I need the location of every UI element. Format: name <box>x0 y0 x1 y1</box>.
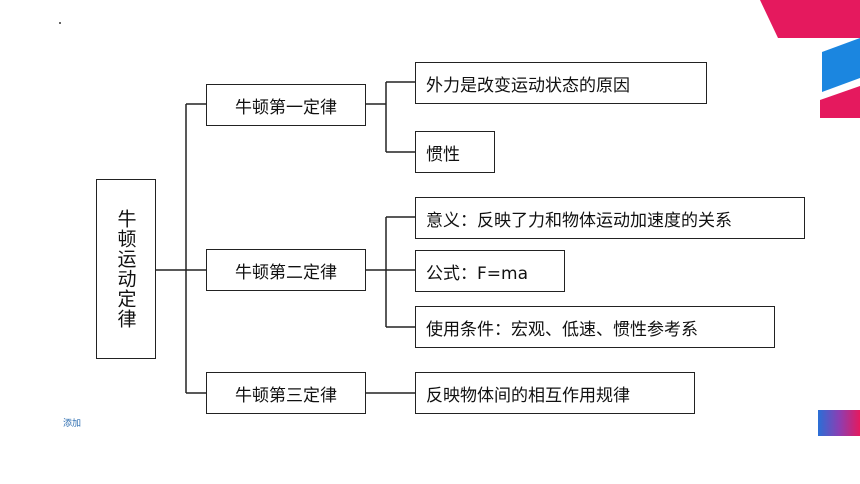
root-label: 牛顿运动定律 <box>114 209 137 329</box>
law-2-node: 牛顿第二定律 <box>206 249 366 291</box>
detail-text: 外力是改变运动状态的原因 <box>426 75 630 96</box>
detail-text: 意义：反映了力和物体运动加速度的关系 <box>426 210 732 231</box>
add-note[interactable]: 添加 <box>63 419 82 429</box>
law-1-detail-2: 惯性 <box>415 131 495 173</box>
law-2-detail-3: 使用条件：宏观、低速、惯性参考系 <box>415 306 775 348</box>
law-3-label: 牛顿第三定律 <box>235 385 337 406</box>
law-1-detail-1: 外力是改变运动状态的原因 <box>415 62 707 104</box>
detail-text: 使用条件：宏观、低速、惯性参考系 <box>426 319 698 340</box>
tiny-dot <box>59 22 61 24</box>
law-2-label: 牛顿第二定律 <box>235 262 337 283</box>
law-2-detail-2: 公式：F=ma <box>415 250 565 292</box>
root-node: 牛顿运动定律 <box>96 179 156 359</box>
law-3-detail-1: 反映物体间的相互作用规律 <box>415 372 695 414</box>
gradient-tab <box>818 410 860 436</box>
law-2-detail-1: 意义：反映了力和物体运动加速度的关系 <box>415 197 805 239</box>
detail-text: 公式：F=ma <box>426 263 528 284</box>
law-3-node: 牛顿第三定律 <box>206 372 366 414</box>
law-1-node: 牛顿第一定律 <box>206 84 366 126</box>
law-1-label: 牛顿第一定律 <box>235 97 337 118</box>
detail-text: 反映物体间的相互作用规律 <box>426 385 630 406</box>
detail-text: 惯性 <box>426 144 460 165</box>
